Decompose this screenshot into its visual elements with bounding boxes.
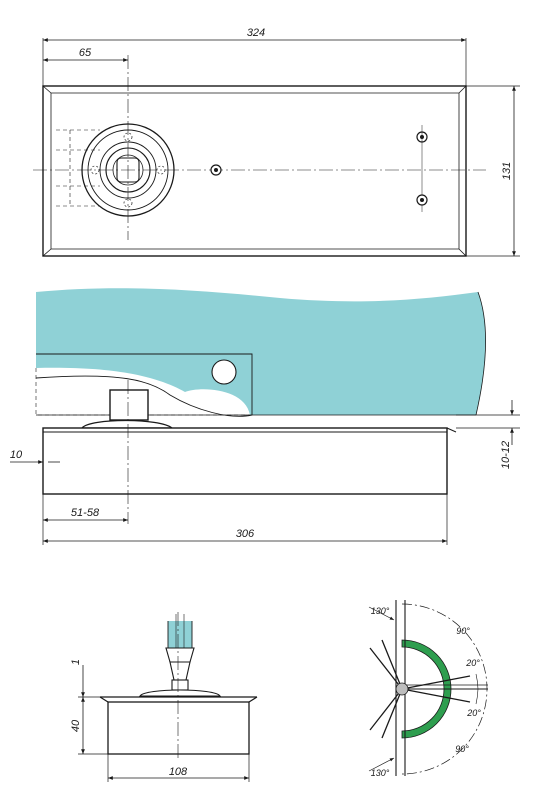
dimension-end-top: 1 <box>70 659 100 698</box>
screw-hole-lower <box>416 194 428 206</box>
travel-track <box>401 639 452 739</box>
dim-total-length: 324 <box>247 27 265 39</box>
label-lower-hold: 20° <box>466 708 481 718</box>
pivot-hub <box>395 682 409 696</box>
dim-recess: 10 <box>10 449 23 461</box>
dim-body-length: 306 <box>236 528 255 540</box>
dim-spindle-range: 51-58 <box>71 507 100 519</box>
dimension-total-length: 324 <box>42 27 467 86</box>
dimension-end-height: 40 <box>70 697 108 755</box>
dim-floor-gap: 10-12 <box>500 441 512 469</box>
dimension-floor-gap: 10-12 <box>456 400 520 469</box>
screw-hole-centre <box>210 164 222 176</box>
end-view: 1 40 108 <box>70 612 258 782</box>
dimension-spindle-offset: 65 <box>43 47 128 62</box>
spindle-flange <box>81 123 175 217</box>
label-upper-hold: 20° <box>465 658 480 668</box>
glass-door <box>36 288 486 415</box>
dim-end-width: 108 <box>169 766 188 778</box>
dimension-spindle-range: 51-58 <box>42 494 128 545</box>
label-top-quadrant: 90° <box>456 626 470 636</box>
dim-width: 131 <box>501 162 513 180</box>
dimension-body-length: 306 <box>43 494 448 545</box>
closer-body <box>42 427 457 495</box>
label-bottom-max: 130° <box>371 768 390 778</box>
label-top-max: 130° <box>371 606 390 616</box>
side-view: 10 10-12 51-58 306 <box>10 288 520 545</box>
dimension-width: 131 <box>466 85 520 257</box>
label-bottom-quadrant: 90° <box>455 744 469 754</box>
spindle <box>80 389 174 429</box>
dim-end-top: 1 <box>70 659 82 665</box>
dimension-recess: 10 <box>10 449 60 464</box>
cover-plate <box>42 85 467 257</box>
opening-angle-view: 130° 130° 90° 90° 20° 20° <box>368 600 488 778</box>
dim-end-height: 40 <box>70 719 82 732</box>
dimension-end-width: 108 <box>107 754 250 782</box>
patch-fitting <box>35 353 253 417</box>
dim-spindle-offset: 65 <box>79 47 92 59</box>
top-view: 324 65 <box>33 27 520 257</box>
